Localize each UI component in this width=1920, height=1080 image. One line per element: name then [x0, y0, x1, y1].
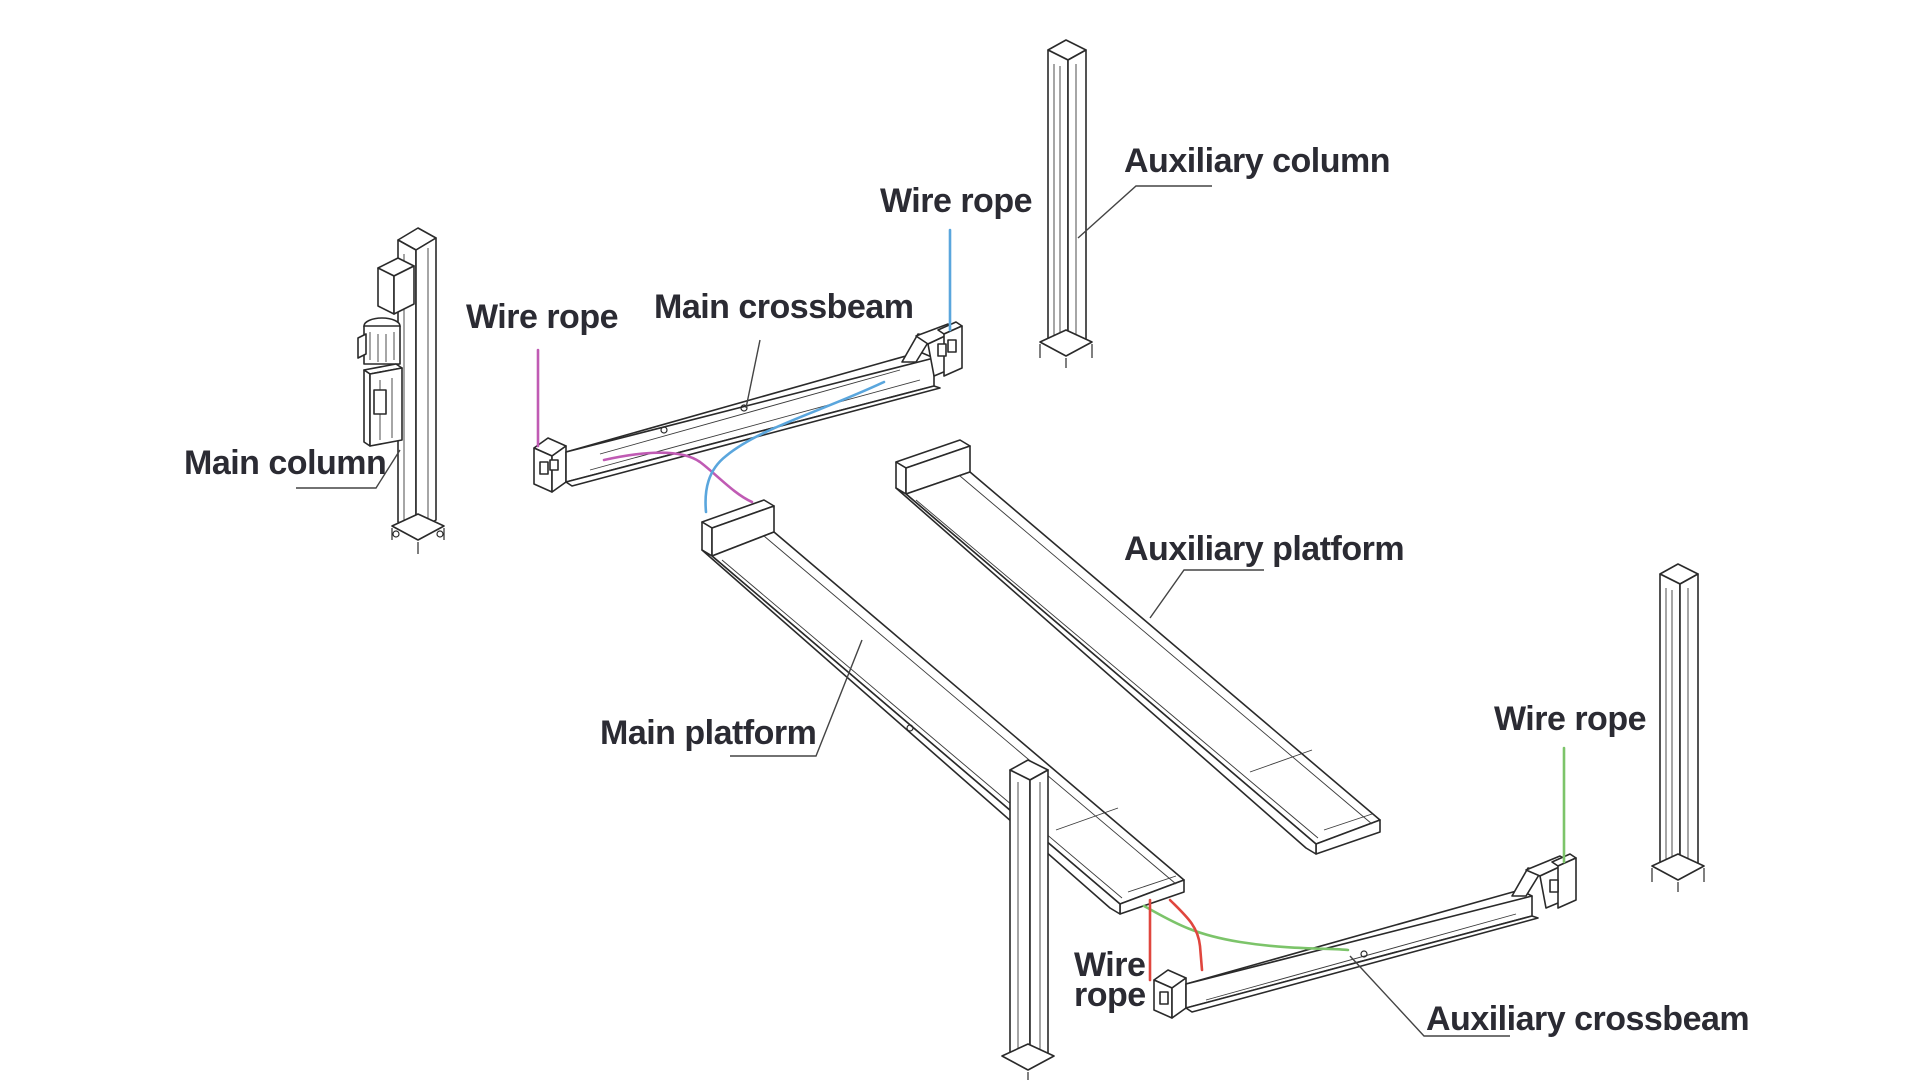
leader-auxiliary-column: [1077, 185, 1212, 239]
label-wire-rope-green: Wire rope: [1494, 700, 1646, 738]
auxiliary-crossbeam: [1153, 853, 1577, 1019]
label-wire-rope-blue: Wire rope: [880, 182, 1032, 220]
wire-rope-magenta: [536, 348, 754, 504]
leader-auxiliary-crossbeam: [1349, 955, 1510, 1037]
label-auxiliary-platform: Auxiliary platform: [1124, 530, 1404, 568]
wire-rope-green: [1142, 746, 1566, 952]
auxiliary-column-bottom: [1651, 563, 1705, 892]
leader-auxiliary-platform: [1149, 569, 1264, 619]
leader-main-platform: [730, 639, 863, 757]
label-wire-rope-magenta: Wire rope: [466, 298, 618, 336]
auxiliary-platform: [895, 439, 1381, 855]
label-auxiliary-crossbeam: Auxiliary crossbeam: [1426, 1000, 1749, 1038]
label-wire-rope-red-line1: Wire: [1074, 946, 1145, 984]
main-platform: [701, 499, 1185, 915]
leader-main-column: [296, 449, 401, 489]
auxiliary-column-top: [1039, 39, 1093, 368]
label-main-platform: Main platform: [600, 714, 816, 752]
wire-rope-blue: [704, 228, 952, 514]
label-main-crossbeam: Main crossbeam: [654, 288, 913, 326]
main-crossbeam: [533, 321, 963, 493]
label-auxiliary-column: Auxiliary column: [1124, 142, 1390, 180]
label-main-column: Main column: [184, 444, 386, 482]
leader-main-crossbeam: [745, 339, 761, 409]
front-column: [1001, 759, 1055, 1080]
main-column: [357, 227, 445, 554]
wire-rope-red: [1148, 898, 1204, 982]
label-wire-rope-red-line2: rope: [1074, 976, 1146, 1014]
